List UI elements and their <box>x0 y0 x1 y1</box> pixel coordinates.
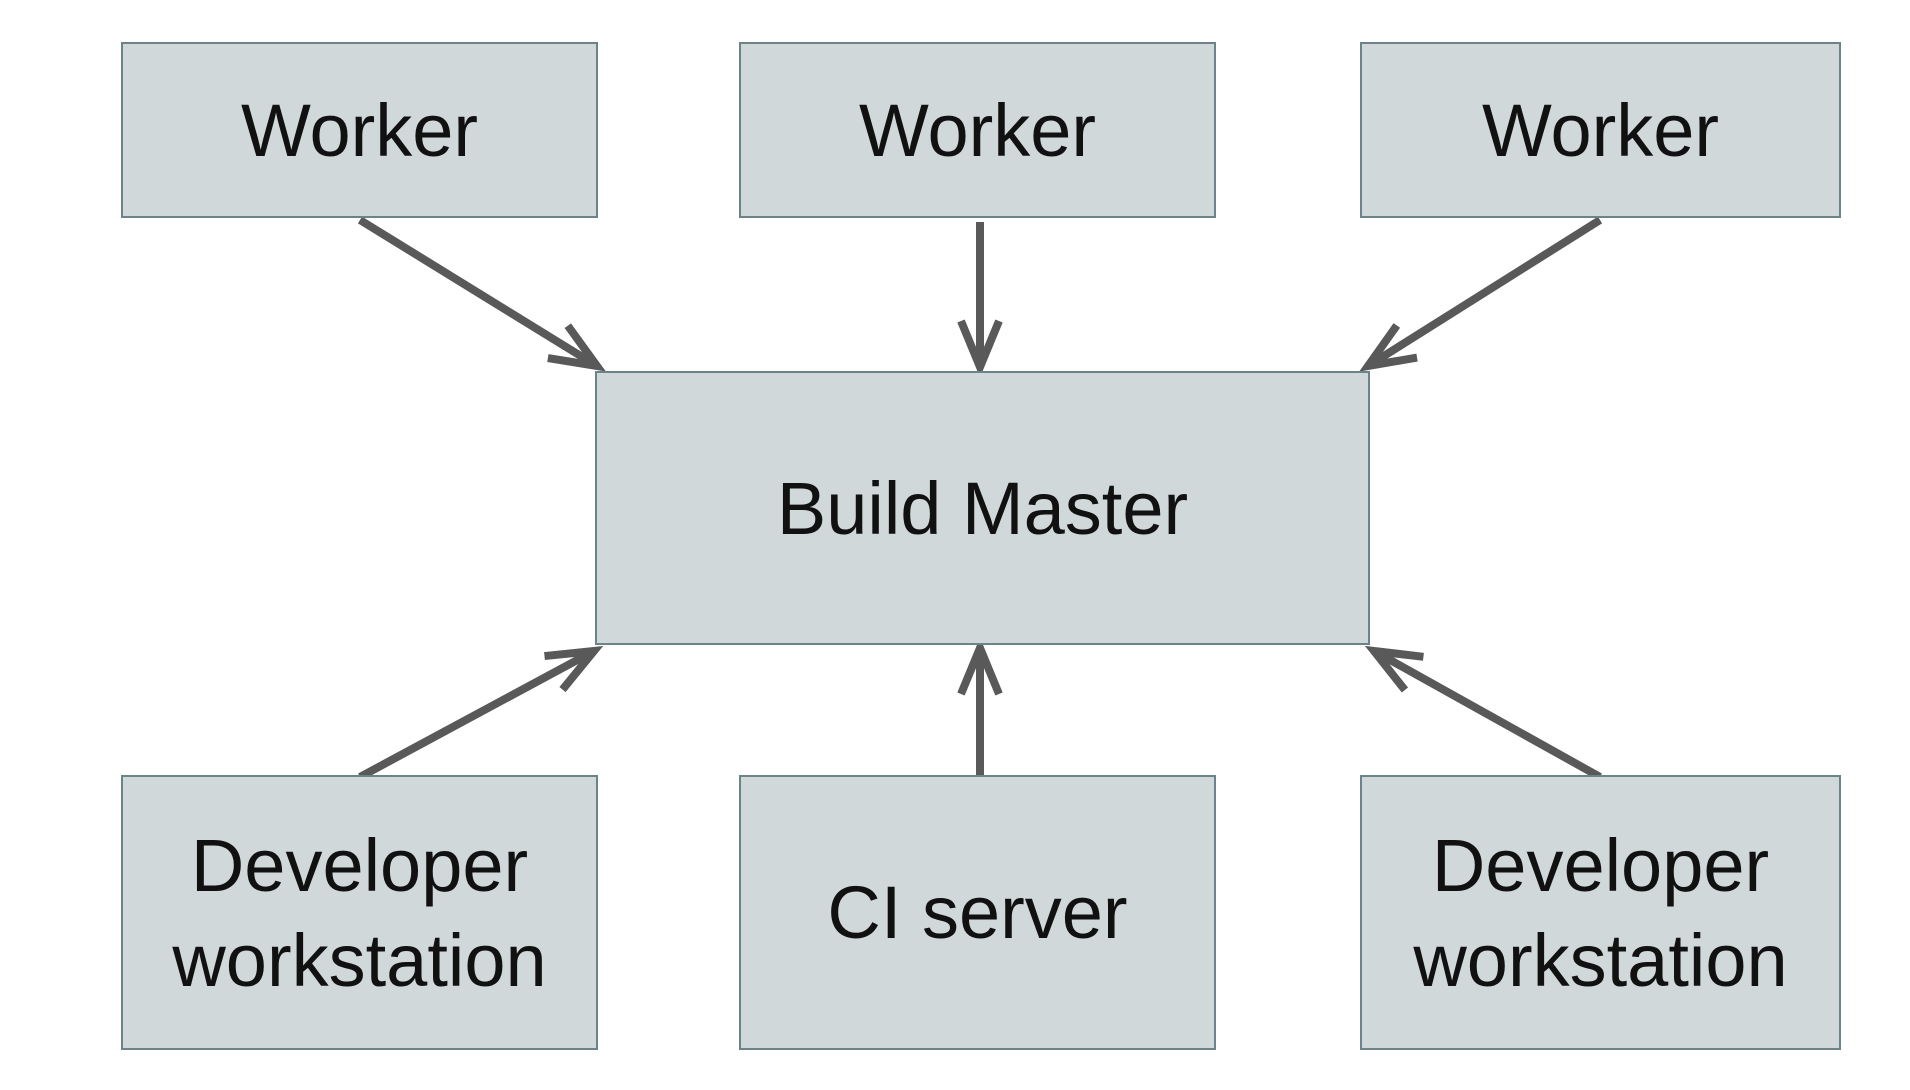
node-worker-2-label: Worker <box>858 88 1097 172</box>
node-worker-1: Worker <box>121 42 598 218</box>
node-build-master: Build Master <box>595 371 1370 645</box>
node-build-master-label: Build Master <box>776 466 1189 550</box>
node-developer-workstation-right: Developer workstation <box>1360 775 1841 1050</box>
node-developer-workstation-left: Developer workstation <box>121 775 598 1050</box>
node-worker-1-label: Worker <box>240 88 479 172</box>
arrow-worker3-to-buildmaster <box>1359 216 1603 372</box>
arrow-devleft-to-buildmaster <box>358 646 604 781</box>
arrow-devright-to-buildmaster <box>1364 645 1602 781</box>
node-developer-workstation-left-label: Developer workstation <box>172 823 547 1002</box>
node-ci-server: CI server <box>739 775 1216 1050</box>
node-worker-2: Worker <box>739 42 1216 218</box>
arrow-worker1-to-buildmaster <box>357 216 606 372</box>
node-developer-workstation-right-label: Developer workstation <box>1413 823 1788 1002</box>
node-worker-3-label: Worker <box>1481 88 1720 172</box>
node-ci-server-label: CI server <box>827 871 1128 954</box>
node-worker-3: Worker <box>1360 42 1841 218</box>
